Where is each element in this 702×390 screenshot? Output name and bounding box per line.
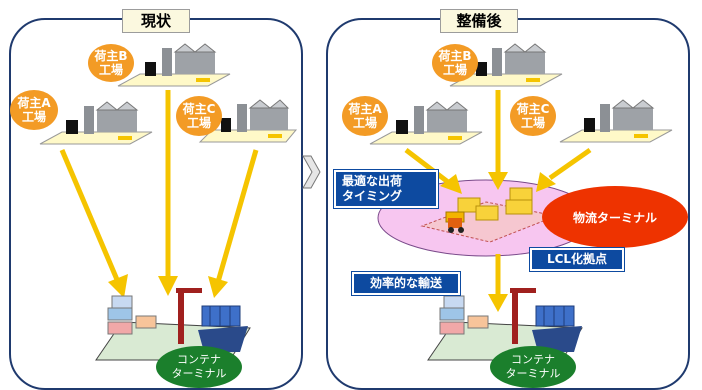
factory-b-after [449, 43, 563, 87]
lcl-label: LCL化拠点 [530, 248, 624, 271]
shipper-a-label: 荷主A [348, 102, 382, 116]
factory-a-before [39, 101, 153, 145]
shipper-a-sub: 工場 [21, 110, 46, 124]
arrows-after [404, 90, 592, 312]
shipper-a-label: 荷主A [17, 96, 51, 110]
shipper-b-label: 荷主B [438, 49, 472, 63]
factory-b-before [117, 43, 231, 87]
factory-a-after [369, 101, 483, 145]
container-terminal-label-after: コンテナ ターミナル [490, 346, 576, 388]
after-title: 整備後 [440, 9, 518, 33]
factory-c-after [559, 99, 673, 143]
shipper-c-before: 荷主C 工場 [176, 96, 222, 136]
shipper-c-sub: 工場 [186, 116, 211, 130]
container-terminal-label-before: コンテナ ターミナル [156, 346, 242, 388]
shipper-b-label: 荷主B [94, 49, 128, 63]
shipper-c-after: 荷主C 工場 [510, 96, 556, 136]
shipper-b-before: 荷主B 工場 [88, 44, 134, 82]
factory-c-before [198, 99, 298, 143]
transport-label: 効率的な輸送 [352, 272, 460, 295]
terminal-line2: ターミナル [171, 367, 227, 380]
timing-line1: 最適な出荷 [342, 174, 403, 188]
shipper-c-label: 荷主C [182, 102, 216, 116]
shipper-c-sub: 工場 [520, 116, 545, 130]
terminal-line1: コンテナ [511, 353, 555, 366]
shipper-b-sub: 工場 [442, 63, 467, 77]
shipper-a-before: 荷主A 工場 [10, 90, 58, 130]
shipper-c-label: 荷主C [516, 102, 550, 116]
terminal-line1: コンテナ [177, 353, 221, 366]
shipper-b-sub: 工場 [98, 63, 123, 77]
terminal-line2: ターミナル [505, 367, 561, 380]
container-terminal-after [427, 288, 583, 361]
transition-arrow [302, 155, 321, 189]
timing-line2: タイミング [342, 189, 403, 203]
shipper-a-sub: 工場 [352, 116, 377, 130]
shipper-b-after: 荷主B 工場 [432, 44, 478, 82]
logistics-terminal-oval: 物流ターミナル [542, 186, 688, 248]
shipper-a-after: 荷主A 工場 [342, 96, 388, 136]
arrows-before [59, 90, 259, 298]
before-title: 現状 [122, 9, 190, 33]
timing-label: 最適な出荷 タイミング [334, 170, 438, 208]
